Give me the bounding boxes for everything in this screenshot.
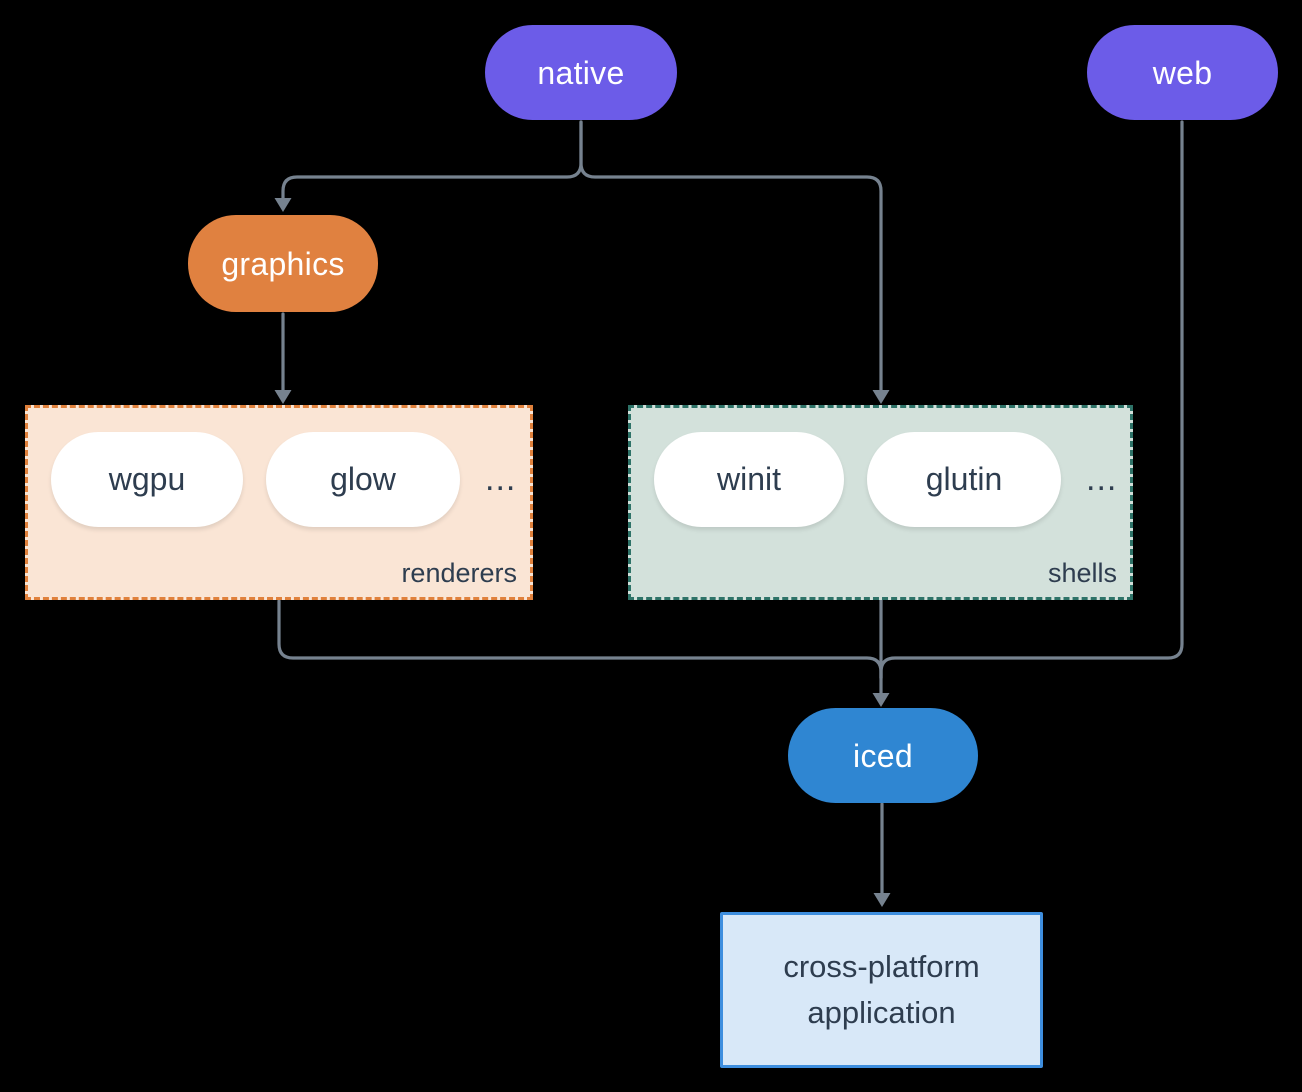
renderers-ellipsis: ... (485, 460, 517, 498)
arrowhead-into-graphics (274, 198, 292, 212)
node-cross-platform-application: cross-platform application (720, 912, 1043, 1068)
edge-native-to-graphics (281, 120, 583, 201)
node-graphics: graphics (188, 215, 378, 312)
group-shells: winit glutin ... shells (628, 405, 1133, 600)
node-winit: winit (654, 432, 844, 527)
shells-pill-row: winit glutin ... (654, 432, 1130, 527)
arrowhead-into-iced (872, 693, 890, 707)
node-native: native (485, 25, 677, 120)
arrowhead-into-application (873, 893, 891, 907)
node-web: web (1087, 25, 1278, 120)
edge-renderers-to-iced (277, 599, 883, 680)
node-iced: iced (788, 708, 978, 803)
group-renderers: wgpu glow ... renderers (25, 405, 533, 600)
node-glow: glow (266, 432, 460, 527)
node-wgpu: wgpu (51, 432, 243, 527)
shells-group-label: shells (1047, 558, 1117, 588)
renderers-group-label: renderers (401, 558, 517, 588)
arrowhead-into-shells (872, 390, 890, 404)
node-glutin: glutin (867, 432, 1061, 527)
arrowhead-into-renderers (274, 390, 292, 404)
shells-ellipsis: ... (1086, 460, 1118, 498)
renderers-pill-row: wgpu glow ... (51, 432, 530, 527)
edge-native-to-shells (579, 120, 883, 393)
